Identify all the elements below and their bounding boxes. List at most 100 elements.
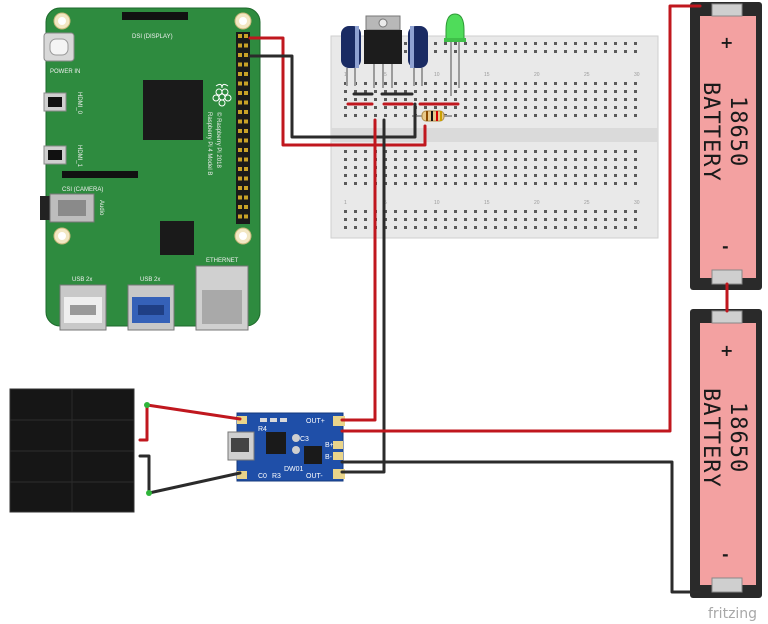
breadboard-column-number: 25: [584, 72, 590, 78]
breadboard-hole: [574, 174, 577, 177]
breadboard-hole: [624, 50, 627, 53]
breadboard-hole: [394, 150, 397, 153]
breadboard-hole: [464, 98, 467, 101]
breadboard-hole: [584, 210, 587, 213]
breadboard-hole: [554, 82, 557, 85]
breadboard-hole: [534, 98, 537, 101]
breadboard-hole: [474, 226, 477, 229]
gpio-pin: [238, 62, 242, 67]
breadboard-hole: [354, 210, 357, 213]
wire-bb-to-out-plus: [340, 118, 377, 422]
breadboard-hole: [404, 218, 407, 221]
breadboard-hole: [604, 90, 607, 93]
breadboard-hole: [624, 158, 627, 161]
breadboard-hole: [614, 90, 617, 93]
breadboard-hole: [454, 90, 457, 93]
breadboard-hole: [444, 158, 447, 161]
gpio-pin: [244, 205, 248, 209]
capacitor-right: [408, 26, 428, 86]
breadboard-hole: [534, 82, 537, 85]
breadboard-hole: [364, 90, 367, 93]
gpio-pin: [244, 157, 248, 162]
breadboard-hole: [414, 182, 417, 185]
breadboard-hole: [504, 158, 507, 161]
breadboard-hole: [594, 50, 597, 53]
breadboard-hole: [344, 106, 347, 109]
breadboard-hole: [504, 174, 507, 177]
breadboard-hole: [444, 50, 447, 53]
breadboard-hole: [614, 106, 617, 109]
r3-label: R3: [272, 473, 281, 480]
breadboard-hole: [424, 106, 427, 109]
breadboard-hole: [394, 82, 397, 85]
breadboard-hole: [554, 218, 557, 221]
breadboard-hole: [364, 226, 367, 229]
breadboard-hole: [474, 50, 477, 53]
battery-bottom-plus: +: [720, 341, 733, 360]
breadboard-hole: [504, 210, 507, 213]
breadboard-hole: [434, 98, 437, 101]
breadboard-hole: [474, 42, 477, 45]
breadboard-hole: [564, 82, 567, 85]
breadboard-hole: [634, 174, 637, 177]
breadboard-hole: [634, 210, 637, 213]
gpio-pin: [244, 43, 248, 48]
breadboard-hole: [434, 50, 437, 53]
gpio-pin: [244, 195, 248, 200]
breadboard-hole: [494, 226, 497, 229]
gpio-pin: [244, 186, 248, 190]
breadboard-hole: [534, 218, 537, 221]
breadboard-hole: [434, 158, 437, 161]
breadboard-hole: [354, 226, 357, 229]
fritzing-watermark: fritzing: [708, 606, 757, 622]
breadboard-hole: [374, 82, 377, 85]
breadboard-hole: [604, 98, 607, 101]
breadboard-hole: [414, 150, 417, 153]
breadboard-hole: [494, 98, 497, 101]
breadboard-hole: [634, 158, 637, 161]
audio-label: Audio: [98, 200, 104, 216]
breadboard-hole: [504, 226, 507, 229]
gpio-pin: [244, 53, 248, 57]
breadboard-hole: [404, 50, 407, 53]
breadboard-column-number: 10: [434, 200, 440, 206]
breadboard-hole: [524, 210, 527, 213]
breadboard-hole: [494, 114, 497, 117]
breadboard-hole: [614, 166, 617, 169]
breadboard-hole: [364, 182, 367, 185]
breadboard-hole: [424, 174, 427, 177]
breadboard-hole: [614, 42, 617, 45]
breadboard-hole: [424, 210, 427, 213]
wire-b-minus-to-battery: [340, 460, 702, 594]
wire-pi-5v: [248, 36, 427, 147]
breadboard-hole: [594, 82, 597, 85]
breadboard-hole: [344, 226, 347, 229]
breadboard-hole: [394, 98, 397, 101]
breadboard-hole: [454, 150, 457, 153]
breadboard-hole: [494, 50, 497, 53]
breadboard-hole: [484, 182, 487, 185]
breadboard-hole: [364, 114, 367, 117]
breadboard-hole: [494, 158, 497, 161]
breadboard-hole: [394, 106, 397, 109]
breadboard-hole: [454, 218, 457, 221]
gpio-pin: [238, 72, 242, 76]
breadboard-hole: [444, 226, 447, 229]
gpio-pin: [244, 110, 248, 114]
breadboard-hole: [524, 98, 527, 101]
breadboard-hole: [634, 150, 637, 153]
breadboard-hole: [604, 226, 607, 229]
breadboard-hole: [434, 174, 437, 177]
breadboard-hole: [384, 82, 387, 85]
breadboard-hole: [394, 166, 397, 169]
breadboard-hole: [454, 158, 457, 161]
breadboard-hole: [394, 90, 397, 93]
gpio-pin: [238, 167, 242, 171]
breadboard-hole: [344, 158, 347, 161]
breadboard-hole: [524, 150, 527, 153]
breadboard-hole: [634, 166, 637, 169]
breadboard-hole: [474, 182, 477, 185]
breadboard-hole: [524, 106, 527, 109]
breadboard-hole: [414, 210, 417, 213]
gpio-pin: [244, 62, 248, 67]
